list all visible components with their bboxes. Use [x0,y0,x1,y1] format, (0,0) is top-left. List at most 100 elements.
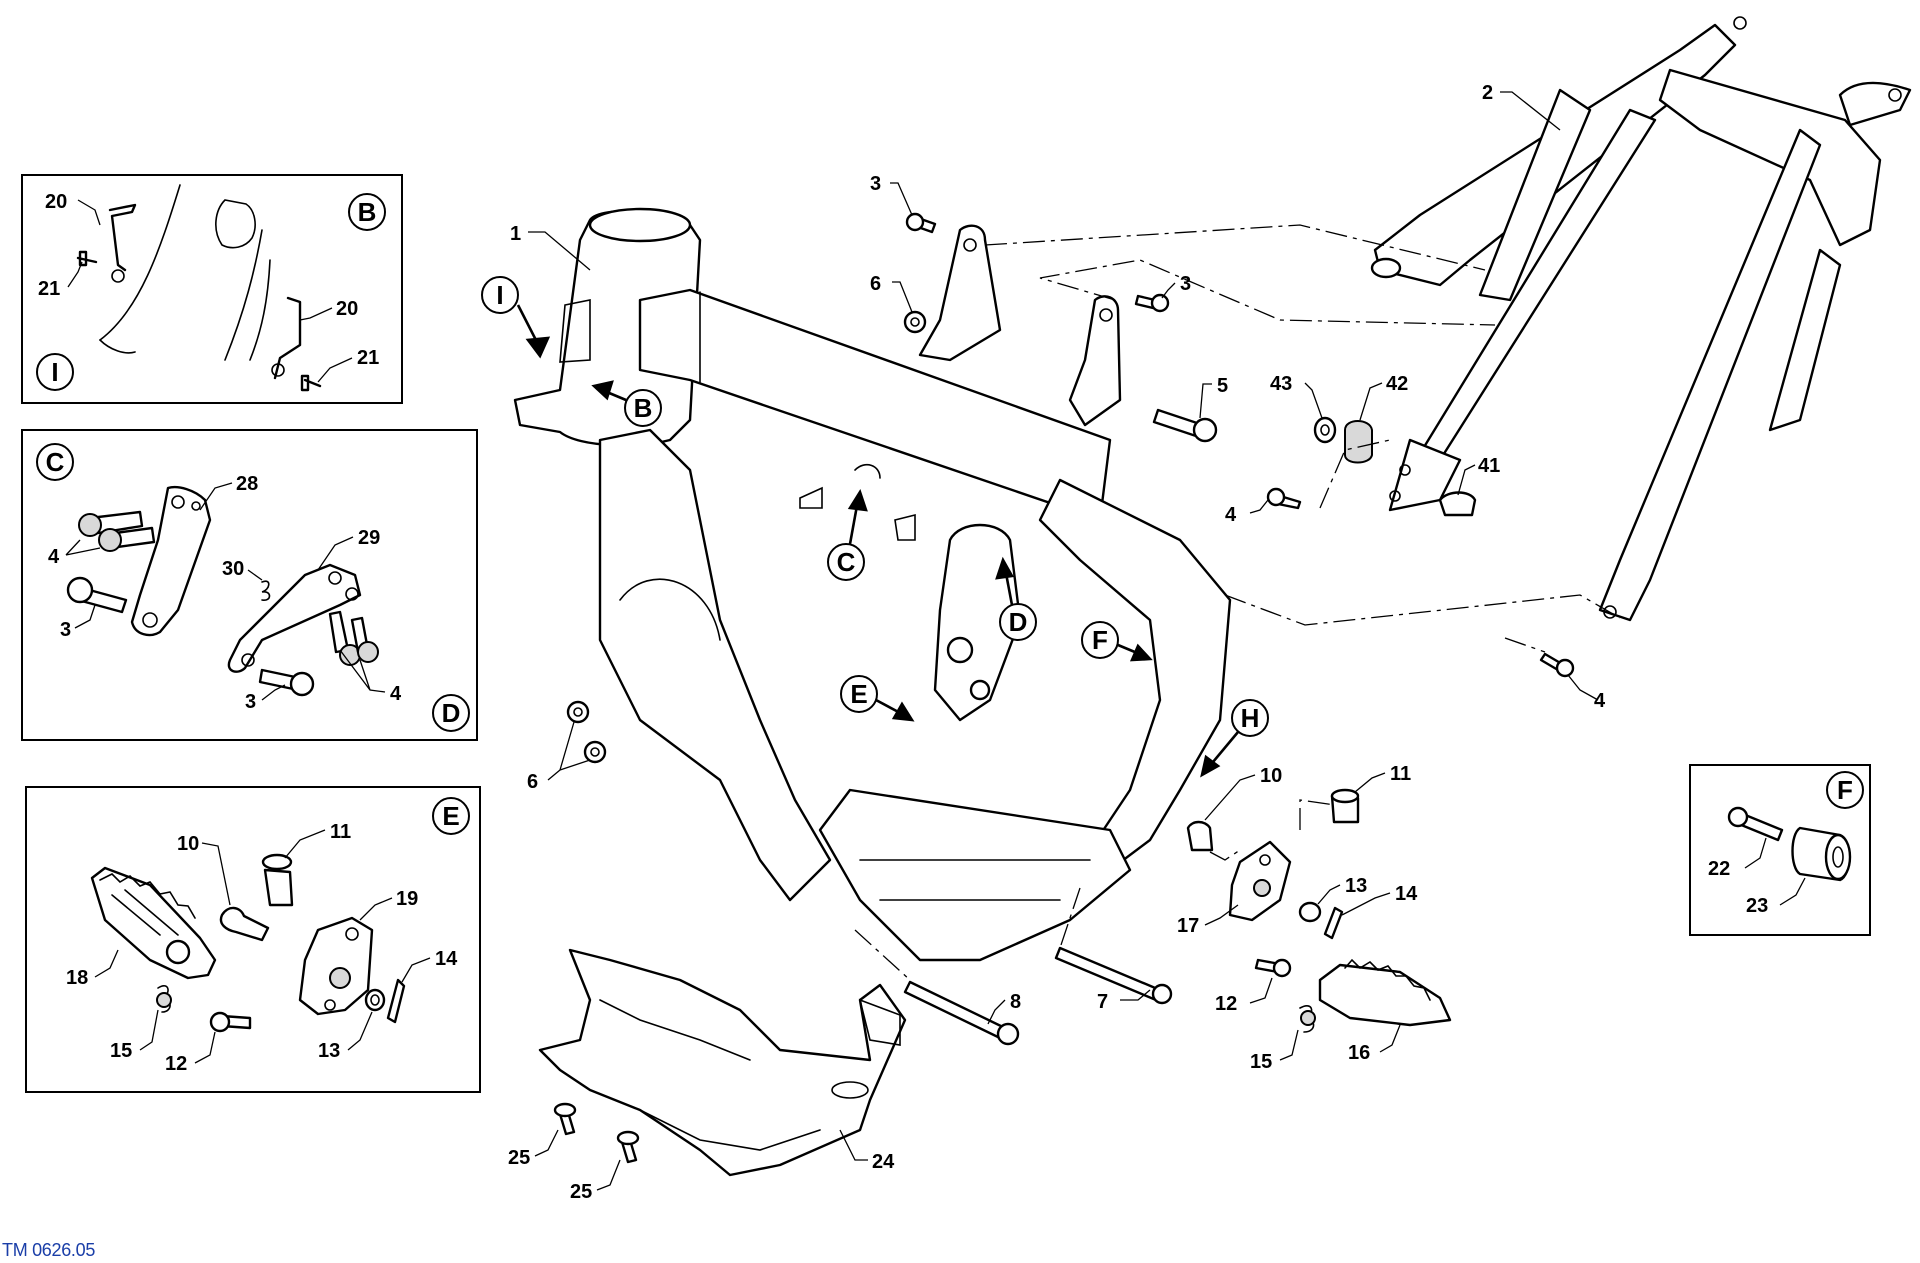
label-4: 4 [48,546,60,568]
bolt-4-d [328,610,350,654]
top-bracket-right [1068,295,1122,427]
label-14: 14 [435,948,458,970]
label-8: 8 [1010,991,1021,1013]
inset-f: 22 23 F [1689,764,1871,936]
label-15: 15 [110,1040,132,1062]
callout-h [1231,699,1269,737]
label-42: 42 [1386,373,1408,395]
frame-cradle [818,788,1132,962]
inset-b-tank-cap [215,199,256,249]
label-2: 2 [1482,82,1493,104]
label-7: 7 [1097,991,1108,1013]
callout-b-letter-main: B [634,393,653,423]
bracket-20-left [108,203,137,272]
alignment-lines [854,224,1621,981]
label-14: 14 [1395,883,1418,905]
frame-right-loop [1038,478,1232,872]
nut-6-b [583,740,607,764]
label-11: 11 [330,821,351,843]
label-22: 22 [1708,858,1730,880]
cotter-14 [386,978,406,1024]
label-13: 13 [1345,875,1367,897]
label-28: 28 [236,473,258,495]
bushing-11 [263,868,294,907]
inset-e: 10 11 19 14 18 15 12 13 E [25,786,481,1093]
bolt-8 [903,980,1007,1040]
label-25: 25 [508,1147,530,1169]
callout-d-inset [432,694,470,732]
label-24: 24 [872,1151,895,1173]
main-labels: 1 2 3 3 4 4 5 6 6 7 8 10 11 12 13 14 15 … [508,82,1606,1203]
bracket-28 [130,486,212,637]
label-19: 19 [396,888,418,910]
bushing-42 [1344,420,1373,464]
bracket-29 [227,563,362,673]
main-callouts: I B C D E F H [481,276,1269,778]
label-43: 43 [1270,373,1292,395]
callout-f-letter: F [1837,775,1853,805]
label-15: 15 [1250,1051,1272,1073]
callout-i-letter: I [51,357,58,387]
label-3: 3 [870,173,881,195]
bushing-41 [1438,491,1477,517]
inset-c-d-frame [21,429,478,741]
callout-b-letter: B [358,197,377,227]
callout-e [840,675,878,713]
skid-plate-24 [538,948,907,1177]
nut-6-a [566,700,590,724]
label-1: 1 [510,223,521,245]
label-20: 20 [336,298,358,320]
inset-b-i: 20 21 20 21 B I [21,174,403,404]
callout-i-letter-main: I [496,280,503,310]
label-18: 18 [66,967,88,989]
label-11: 11 [1390,763,1411,785]
callout-e-letter: E [442,801,459,831]
label-12: 12 [165,1053,187,1075]
main-fasteners [553,212,1575,1164]
frame-left-side [598,428,832,902]
callout-c-inset [36,443,74,481]
top-bracket-left [918,224,1002,362]
label-41: 41 [1478,455,1500,477]
inset-e-frame [25,786,481,1093]
washer-13-main [1298,901,1322,923]
label-21: 21 [357,347,379,369]
nut-6-top [903,310,927,334]
label-29: 29 [358,527,380,549]
bolt-21-left [76,250,98,267]
label-5: 5 [1217,375,1228,397]
cotter-14-main [1323,906,1344,940]
label-10: 10 [177,833,199,855]
label-3: 3 [245,691,256,713]
callout-b-inset [348,193,386,231]
pin-10-main [1186,820,1214,852]
callout-f-inset [1826,771,1864,809]
callout-d-letter-main: D [1009,607,1028,637]
label-12: 12 [1215,993,1237,1015]
footpeg-16 [1318,963,1452,1027]
inset-c-d: 28 4 3 29 30 3 4 C D [21,429,478,741]
label-6: 6 [870,273,881,295]
label-3: 3 [60,619,71,641]
drawing-code: TM 0626.05 [2,1240,96,1260]
callout-d-letter: D [442,698,461,728]
callout-f [1081,621,1119,659]
main-frame-1 [513,207,1232,962]
pin-10 [219,906,270,942]
callout-f-letter-main: F [1092,625,1108,655]
label-21: 21 [38,278,60,300]
callout-i-inset [36,353,74,391]
label-16: 16 [1348,1042,1370,1064]
subframe-2 [1370,16,1912,622]
bracket-19 [298,916,374,1016]
callout-h-letter-main: H [1241,703,1260,733]
label-20: 20 [45,191,67,213]
washer-43 [1313,416,1337,444]
label-4: 4 [1594,690,1606,712]
label-17: 17 [1177,915,1199,937]
callout-e-letter-main: E [850,679,867,709]
label-6: 6 [527,771,538,793]
spring-30 [261,580,271,601]
subframe-lower-tube [1598,128,1822,622]
callout-c-letter: C [46,447,65,477]
